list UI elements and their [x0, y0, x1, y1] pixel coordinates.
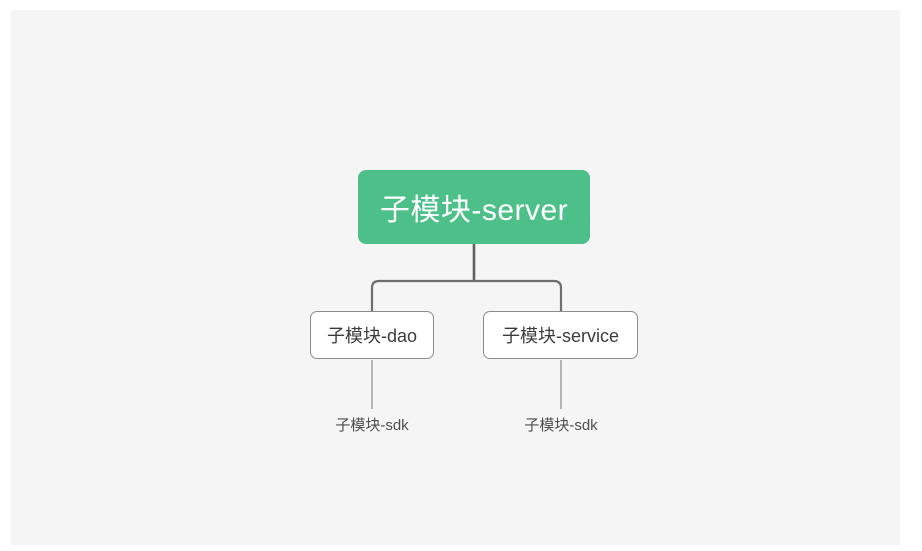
node-root-server[interactable]: 子模块-server: [358, 170, 590, 244]
node-leaf-sdk-right[interactable]: 子模块-sdk: [524, 416, 598, 434]
mindmap-canvas: [11, 10, 900, 545]
node-leaf-sdk-left[interactable]: 子模块-sdk: [335, 416, 409, 434]
node-child-service[interactable]: 子模块-service: [483, 311, 638, 359]
node-child-dao[interactable]: 子模块-dao: [310, 311, 434, 359]
